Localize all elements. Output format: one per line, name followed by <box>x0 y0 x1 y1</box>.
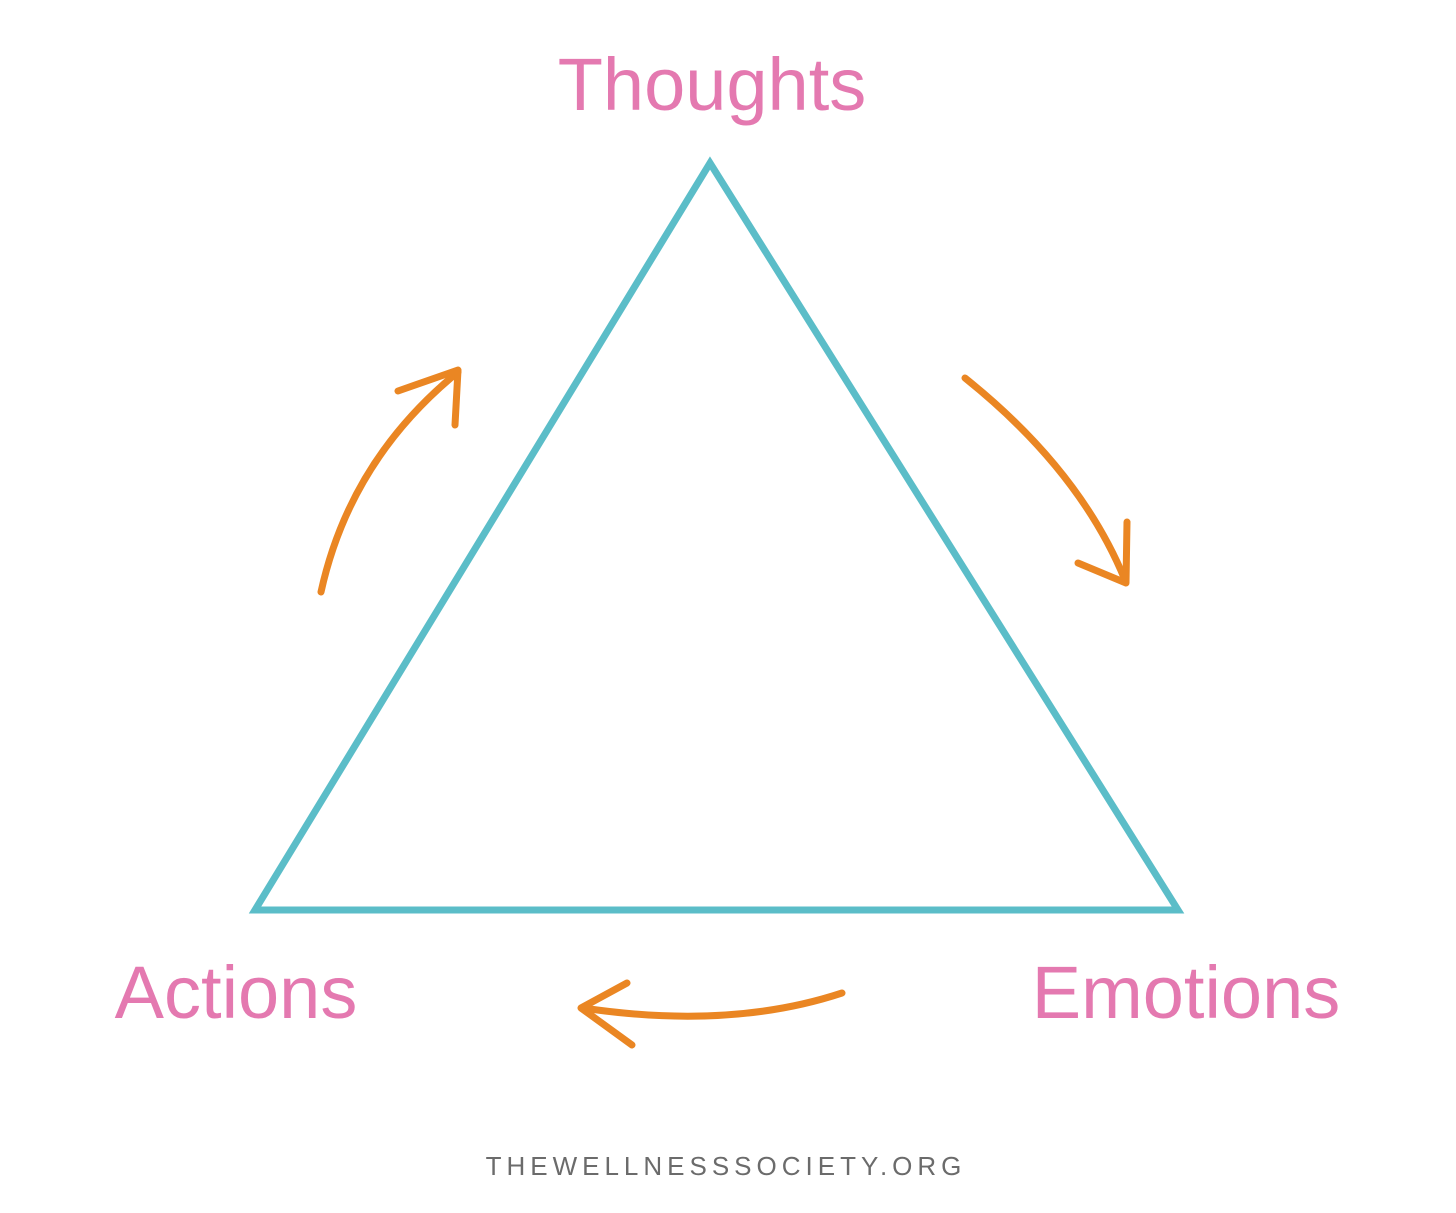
label-emotions: Emotions <box>1032 951 1340 1034</box>
arrow-actions-to-thoughts-icon <box>317 366 462 596</box>
triangle-shape <box>248 156 1185 914</box>
footer-website: THEWELLNESSSOCIETY.ORG <box>486 1151 967 1181</box>
arrow-thoughts-to-emotions-icon <box>961 374 1131 587</box>
label-actions: Actions <box>115 951 358 1034</box>
label-thoughts: Thoughts <box>558 43 867 126</box>
arrow-emotions-to-actions-icon <box>577 979 846 1049</box>
